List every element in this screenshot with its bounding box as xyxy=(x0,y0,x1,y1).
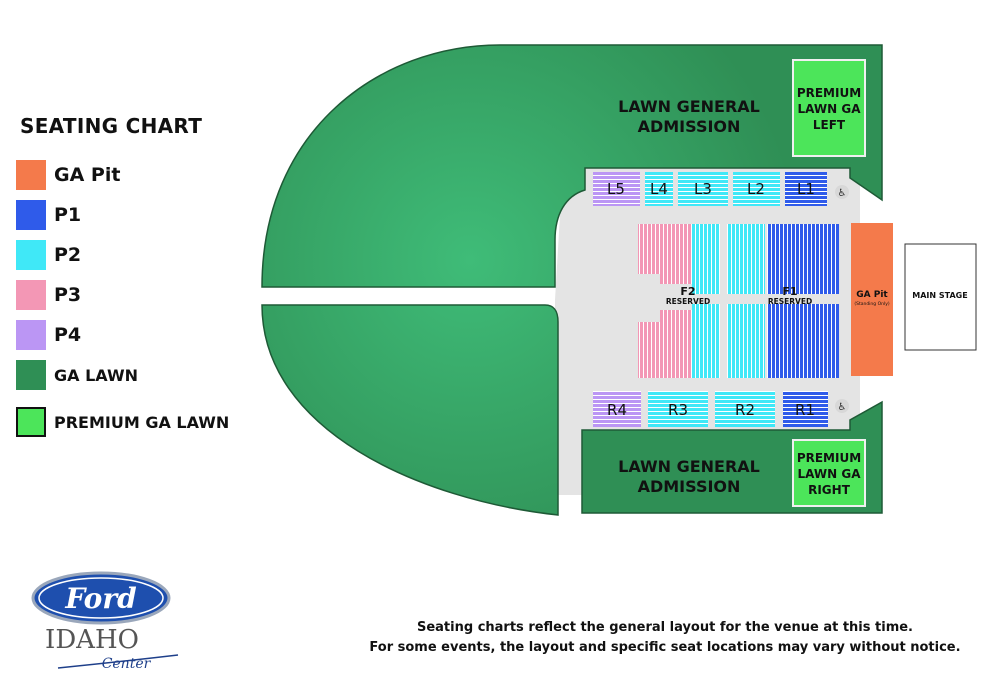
premium-right-line2: LAWN GA xyxy=(798,467,862,481)
section-r3-label: R3 xyxy=(668,401,688,419)
legend-label-ga-pit: GA Pit xyxy=(54,164,121,186)
legend-swatch-ga-pit xyxy=(16,160,46,190)
lawn-general-admission-top xyxy=(261,44,883,288)
legend-swatch-p1 xyxy=(16,200,46,230)
lawn-bottom-label-line1: LAWN GENERAL xyxy=(618,457,760,476)
legend-label-p2: P2 xyxy=(54,244,82,266)
wheelchair-icon-left: ♿ xyxy=(835,185,849,199)
section-r1[interactable] xyxy=(783,391,828,427)
disclaimer-line-1: Seating charts reflect the general layou… xyxy=(416,620,913,635)
section-l2[interactable] xyxy=(733,172,780,206)
legend-swatch-ga-lawn xyxy=(16,360,46,390)
floor-section-f1[interactable] xyxy=(727,224,839,378)
floor-f2-name: F2 xyxy=(680,285,695,298)
section-l4-label: L4 xyxy=(650,180,668,198)
premium-left-line3: LEFT xyxy=(813,118,846,132)
ford-idaho-center-logo: Ford IDAHO Center xyxy=(31,571,179,672)
main-stage-label: MAIN STAGE xyxy=(912,291,967,300)
legend-label-p3: P3 xyxy=(54,284,82,306)
wheelchair-icon-right: ♿ xyxy=(835,399,849,413)
premium-right-line1: PREMIUM xyxy=(797,451,861,465)
section-l2-label: L2 xyxy=(747,180,765,198)
legend-swatch-p2 xyxy=(16,240,46,270)
legend-label-ga-lawn: GA LAWN xyxy=(54,366,138,385)
premium-lawn-ga-right[interactable] xyxy=(792,439,866,507)
svg-text:♿: ♿ xyxy=(838,188,847,199)
logo-venue-text: IDAHO xyxy=(45,625,139,655)
section-l4[interactable] xyxy=(645,172,673,206)
section-l5-label: L5 xyxy=(607,180,625,198)
floor-f2-note: RESERVED xyxy=(666,297,710,306)
section-l5[interactable] xyxy=(593,172,640,206)
floor-section-f2[interactable] xyxy=(638,224,720,378)
legend-label-p4: P4 xyxy=(54,324,82,346)
ga-pit-note: (Standing Only) xyxy=(854,301,890,307)
legend-swatch-p4 xyxy=(16,320,46,350)
legend-title: SEATING CHART xyxy=(20,114,203,138)
lawn-bottom-label-line2: ADMISSION xyxy=(638,477,741,496)
premium-left-line1: PREMIUM xyxy=(797,86,861,100)
svg-text:♿: ♿ xyxy=(838,402,847,413)
logo-brand-text: Ford xyxy=(64,582,136,615)
section-r4-label: R4 xyxy=(607,401,627,419)
floor-f1-note: RESERVED xyxy=(768,297,812,306)
legend-label-premium-ga-lawn: PREMIUM GA LAWN xyxy=(54,413,230,432)
main-stage xyxy=(904,243,977,351)
section-r2-label: R2 xyxy=(735,401,755,419)
disclaimer: Seating charts reflect the general layou… xyxy=(350,618,980,658)
section-l3-label: L3 xyxy=(694,180,712,198)
premium-left-line2: LAWN GA xyxy=(798,102,862,116)
section-r2[interactable] xyxy=(715,391,775,427)
section-r1-label: R1 xyxy=(795,401,815,419)
lawn-top-label-line2: ADMISSION xyxy=(638,117,741,136)
premium-lawn-ga-left[interactable] xyxy=(792,59,866,157)
legend-swatch-p3 xyxy=(16,280,46,310)
section-l3[interactable] xyxy=(678,172,728,206)
floor-f1-name: F1 xyxy=(782,285,797,298)
ga-pit[interactable] xyxy=(851,223,893,376)
section-l1[interactable] xyxy=(785,172,827,206)
ga-pit-label: GA Pit xyxy=(856,290,888,300)
disclaimer-line-2: For some events, the layout and specific… xyxy=(369,640,961,655)
section-l1-label: L1 xyxy=(797,180,815,198)
section-r3[interactable] xyxy=(648,391,708,427)
lawn-top-label-line1: LAWN GENERAL xyxy=(618,97,760,116)
legend-swatch-premium-ga-lawn xyxy=(16,407,46,437)
lawn-general-admission-bottom xyxy=(261,304,559,516)
section-r4[interactable] xyxy=(593,391,641,427)
premium-right-line3: RIGHT xyxy=(808,483,851,497)
legend-label-p1: P1 xyxy=(54,204,82,226)
